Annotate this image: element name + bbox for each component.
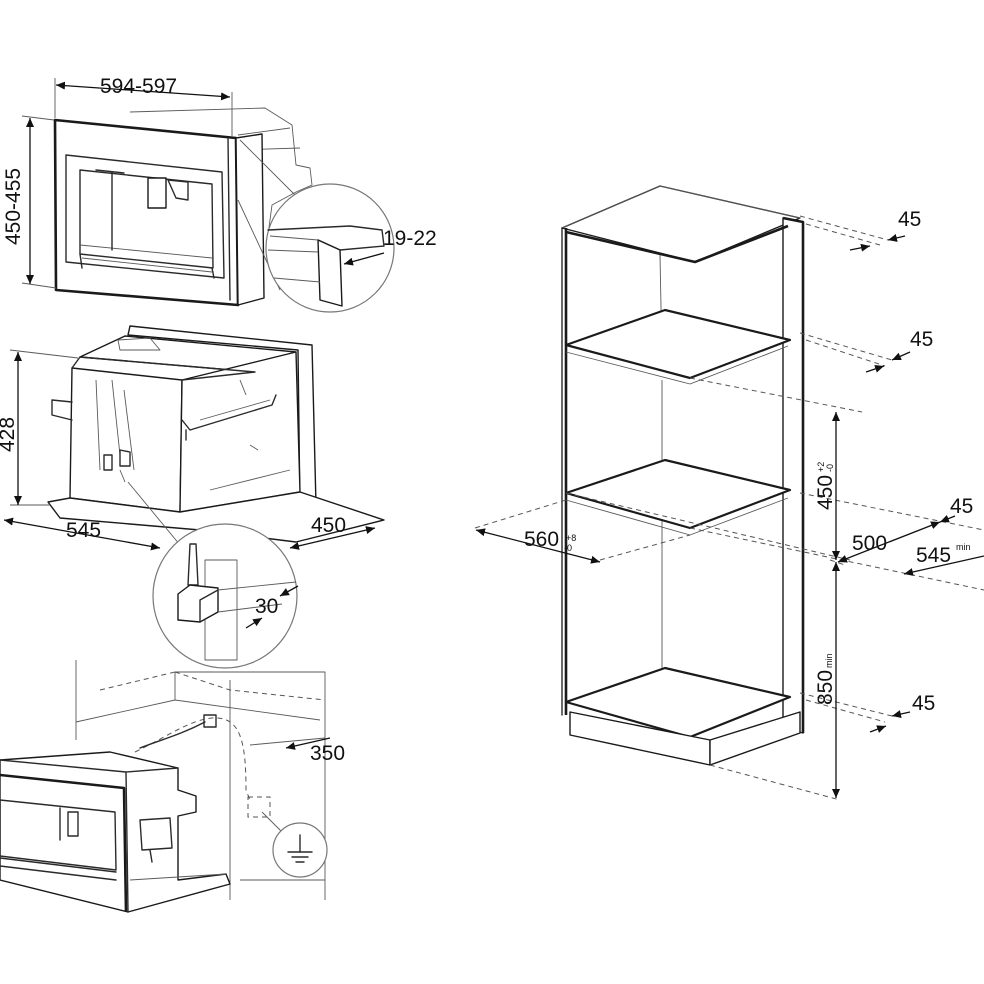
bottom-recess-label: 45: [912, 692, 935, 715]
plug-dimension-label: 30: [255, 595, 278, 618]
cabinet-niche: 45 45 450 +2 -0 45 500 545 min 560 +8 -0…: [474, 185, 984, 801]
inner-depth-label: 500: [852, 532, 887, 555]
upper-shelf: [564, 308, 792, 380]
cable-length-label: 350: [310, 742, 345, 765]
niche-height-tolerance-plus: +2: [816, 462, 826, 472]
upper-recess-label: 45: [910, 328, 933, 351]
middle-shelf: [564, 458, 792, 530]
niche-height-tolerance-minus: -0: [825, 464, 835, 472]
niche-width-label: 560: [524, 528, 559, 551]
side-dimension-label: 450: [311, 514, 346, 537]
height-dimension-label: 450-455: [2, 168, 25, 245]
spout-block: [147, 177, 167, 209]
cabinet-top: [561, 185, 801, 263]
top-appliance-view: 594-597 450-455 19-22: [2, 75, 437, 313]
bottom-shelf: [564, 666, 792, 739]
gap-dimension-label: 19-22: [383, 227, 437, 250]
ground-symbol-icon: [287, 834, 313, 863]
floor-height-label: 850: [814, 670, 837, 705]
niche-width-tolerance-minus: -0: [564, 543, 572, 553]
depth-min-suffix: min: [956, 542, 971, 552]
depth-min-label: 545: [916, 544, 951, 567]
bottom-installation-view: 350: [0, 660, 345, 913]
depth-height-label: 428: [0, 417, 19, 452]
top-recess-label: 45: [898, 208, 921, 231]
depth-dimension-label: 545: [66, 519, 101, 542]
niche-height-label: 450: [814, 475, 837, 510]
niche-width-tolerance-plus: +8: [566, 533, 576, 543]
width-dimension-label: 594-597: [100, 75, 177, 98]
middle-appliance-view: 428 545 450 30: [0, 325, 385, 669]
floor-height-suffix: min: [824, 653, 834, 668]
middle-recess-label: 45: [950, 495, 973, 518]
